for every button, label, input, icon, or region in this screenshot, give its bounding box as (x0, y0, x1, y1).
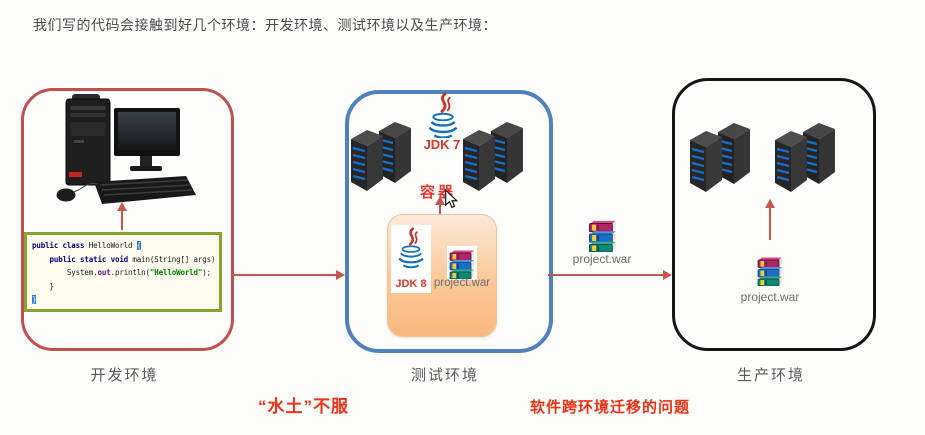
jdk7-label: JDK 7 (423, 137, 461, 152)
jdk8-panel: JDK 8 (391, 225, 431, 293)
java-logo-icon (427, 92, 459, 138)
code-line: } (32, 295, 37, 304)
code-line: public static void main(String[] args) { (49, 254, 222, 264)
arrow-war-to-servers-head (765, 199, 775, 208)
server-rack-icon (773, 120, 839, 198)
server-rack-icon (461, 119, 527, 197)
jdk8-label: JDK 8 (395, 278, 427, 290)
java-logo-icon (397, 227, 425, 269)
intro-text: 我们写的代码会接触到好几个环境：开发环境、测试环境以及生产环境： (33, 17, 497, 33)
cursor-icon (444, 189, 458, 209)
container-box: JDK 8 (387, 214, 497, 337)
project-war-label: project.war (740, 290, 800, 304)
arrow-war-to-servers (769, 207, 771, 240)
project-war-label: project.war (572, 252, 632, 266)
arrow-code-to-computer-head (117, 202, 127, 211)
test-environment-box (345, 90, 553, 353)
dev-caption: 开发环境 (90, 367, 159, 384)
prod-caption: 生产环境 (736, 367, 805, 384)
arrow-code-to-computer (121, 210, 123, 230)
arrow-dev-to-test-head (336, 270, 345, 280)
server-rack-icon (349, 119, 415, 197)
code-line: System.out.println("HelloWorld"); (32, 268, 212, 277)
computer-icon (56, 94, 196, 204)
code-line: public class HelloWorld { (32, 241, 142, 250)
server-rack-icon (688, 120, 754, 198)
winrar-archive-icon (756, 254, 784, 286)
note-migration-problem: 软件跨环境迁移的问题 (530, 399, 691, 416)
arrow-container-head (435, 196, 445, 205)
winrar-archive-icon (588, 220, 617, 252)
code-line: } (32, 281, 54, 291)
winrar-archive-icon (447, 246, 477, 280)
test-caption: 测试环境 (410, 367, 479, 384)
code-editor: public class HelloWorld { public static … (24, 232, 222, 312)
dev-environment-box (21, 88, 234, 351)
arrow-test-to-prod (548, 274, 665, 276)
prod-environment-box (672, 78, 876, 351)
project-war-label: project.war (433, 277, 491, 289)
arrow-container (439, 204, 441, 215)
arrow-dev-to-test (232, 274, 338, 276)
note-incompatibility: “水土”不服 (258, 397, 349, 416)
arrow-test-to-prod-head (663, 270, 672, 280)
